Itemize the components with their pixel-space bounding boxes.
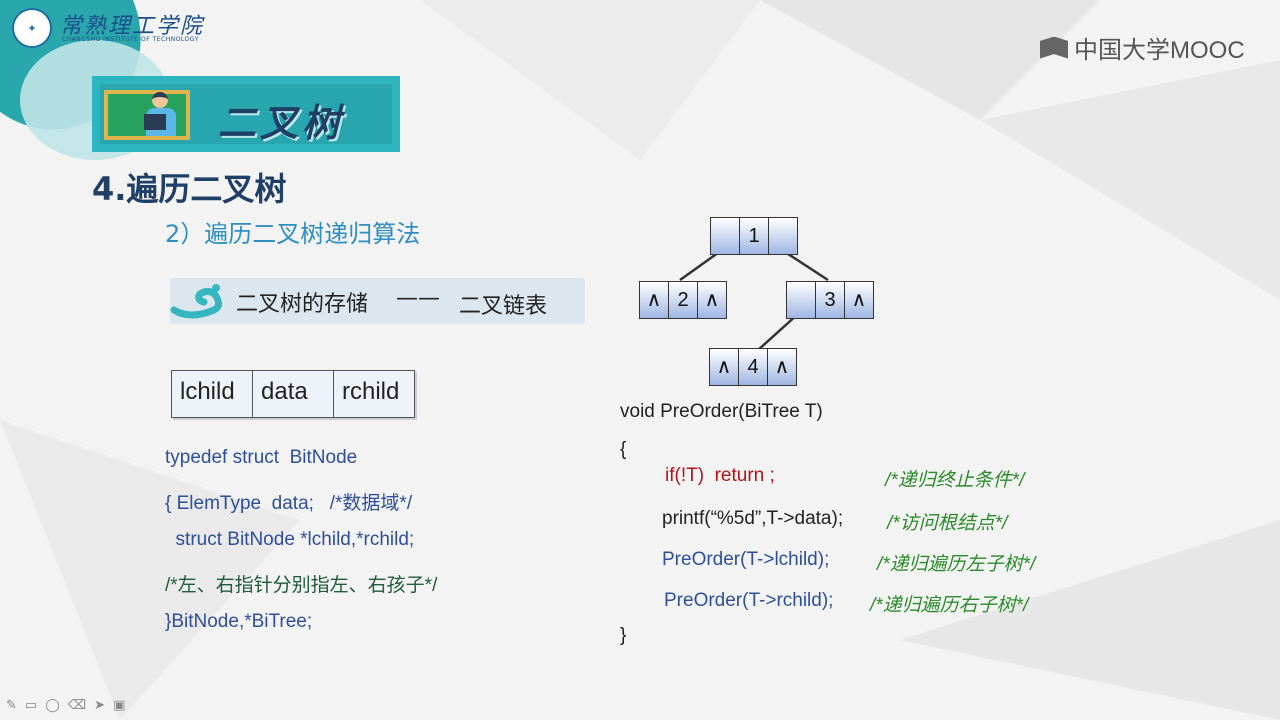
tree-node-right-ptr: [769, 218, 797, 254]
mooc-logo-icon: [1040, 36, 1068, 59]
storage-label: 二叉树的存储: [236, 292, 369, 317]
snail-icon: [170, 284, 223, 319]
preorder-line-2-code: printf(“%5d”,T->data);: [662, 508, 844, 529]
tree-node-4: ∧ 4 ∧: [709, 348, 797, 386]
shape-icon[interactable]: ▭: [24, 698, 38, 713]
mooc-logo: 中国大学MOOC: [1040, 30, 1245, 65]
preorder-line-1-comment: /*递归终止条件*/: [885, 470, 1025, 491]
tree-node-value: 4: [739, 349, 768, 385]
tree-node-value: 1: [740, 218, 769, 254]
struct-line-1: typedef struct BitNode: [165, 447, 358, 468]
section-title: 4.遍历二叉树: [92, 170, 287, 208]
tree-node-1: 1: [710, 217, 798, 255]
field-rchild: rchild: [342, 378, 400, 405]
tree-node-left-ptr: [787, 282, 816, 318]
struct-line-2: { ElemType data; /*数据域*/: [165, 493, 413, 514]
field-data: data: [253, 371, 334, 417]
struct-line-3: struct BitNode *lchild,*rchild;: [165, 529, 415, 550]
storage-value: 二叉链表: [459, 294, 548, 319]
tree-node-right-ptr: ∧: [704, 289, 720, 311]
preorder-line-2-comment: /*访问根结点*/: [887, 513, 1008, 534]
preorder-line-4-comment: /*递归遍历右子树*/: [870, 595, 1029, 616]
preorder-line-3-comment: /*递归遍历左子树*/: [877, 554, 1036, 575]
struct-line-5: }BitNode,*BiTree;: [165, 611, 313, 632]
preorder-open-brace: {: [620, 439, 627, 460]
tree-node-right-ptr: ∧: [774, 356, 790, 378]
tree-node-value: 3: [816, 282, 845, 318]
tree-edges: [679, 248, 829, 351]
camera-icon[interactable]: ▣: [113, 698, 126, 713]
platform-name: 中国大学MOOC: [1074, 37, 1245, 64]
pen-icon[interactable]: ✎: [6, 698, 17, 713]
school-name-cn: 常熟理工学院: [60, 14, 205, 39]
tree-node-left-ptr: ∧: [640, 282, 669, 318]
preorder-signature: void PreOrder(BiTree T): [620, 401, 823, 422]
school-logo-icon: ✦: [12, 8, 52, 48]
lasso-icon[interactable]: ◯: [45, 698, 60, 713]
node-structure-table: lchild data rchild: [171, 370, 415, 418]
preorder-line-4-code: PreOrder(T->rchild);: [664, 590, 834, 611]
preorder-close-brace: }: [620, 625, 627, 646]
storage-dash: ——: [396, 286, 440, 311]
laptop-icon: [144, 114, 166, 130]
tree-node-left-ptr: ∧: [710, 349, 739, 385]
tree-node-left-ptr: [711, 218, 740, 254]
tree-node-3: 3 ∧: [786, 281, 874, 319]
preorder-line-3-code: PreOrder(T->lchild);: [662, 549, 830, 570]
eraser-icon[interactable]: ⌫: [67, 698, 87, 713]
tree-node-2: ∧ 2 ∧: [639, 281, 727, 319]
school-name-en: CHANGSHU INSTITUTE OF TECHNOLOGY: [62, 36, 199, 43]
presentation-toolbar: ✎ ▭ ◯ ⌫ ➤ ▣: [6, 698, 125, 713]
struct-line-4: /*左、右指针分别指左、右孩子*/: [165, 575, 438, 596]
cursor-icon[interactable]: ➤: [94, 698, 106, 713]
preorder-line-1-code: if(!T) return ;: [665, 465, 775, 486]
tree-node-right-ptr: ∧: [851, 289, 867, 311]
tree-node-value: 2: [669, 282, 698, 318]
storage-strip: [170, 278, 585, 324]
teacher-head: [152, 92, 168, 108]
field-lchild: lchild: [172, 371, 253, 417]
section-subtitle: 2）遍历二叉树递归算法: [165, 220, 421, 248]
chapter-title: 二叉树: [218, 101, 345, 145]
